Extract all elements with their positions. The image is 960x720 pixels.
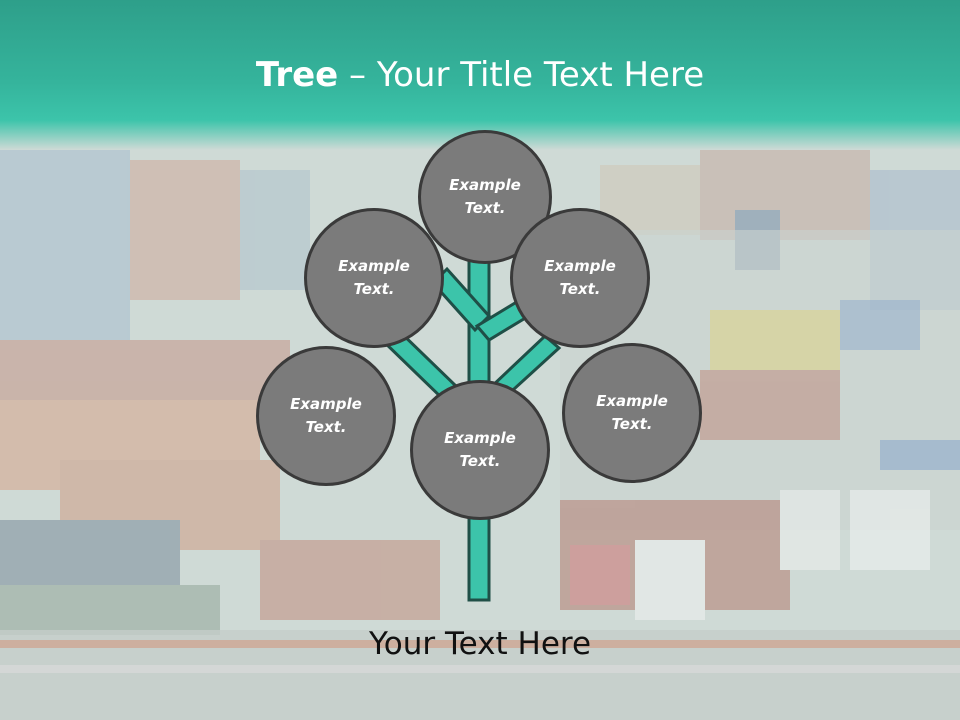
slide-title: Tree – Your Title Text Here (0, 52, 960, 98)
node-label: Example Text. (596, 392, 668, 433)
node-label: Example Text. (544, 257, 616, 298)
node-label: Example Text. (444, 429, 516, 470)
tree-node-upper-left: Example Text. (304, 208, 444, 348)
node-label: Example Text. (449, 176, 521, 217)
footer-text: Your Text Here (368, 626, 592, 662)
node-label: Example Text. (338, 257, 410, 298)
title-dash: – (338, 55, 377, 95)
title-bold: Tree (255, 55, 339, 95)
title-rest: Your Title Text Here (376, 55, 705, 95)
tree-node-center: Example Text. (410, 380, 550, 520)
tree-node-middle-left: Example Text. (256, 346, 396, 486)
tree-node-upper-right: Example Text. (510, 208, 650, 348)
title-band (0, 0, 960, 150)
node-label: Example Text. (290, 395, 362, 436)
tree-node-middle-right: Example Text. (562, 343, 702, 483)
